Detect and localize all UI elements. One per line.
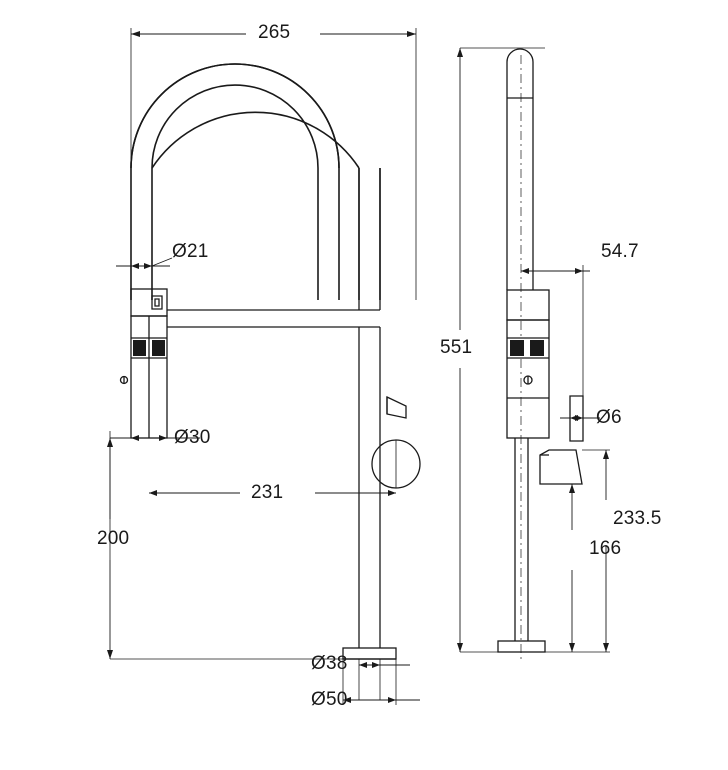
front-view-spray-head: [119, 288, 168, 439]
dim-label-base-diameter-large: Ø50: [311, 689, 348, 710]
side-view-lever: [539, 395, 584, 485]
dim-d21: [116, 257, 173, 269]
front-view-arm: [167, 309, 380, 328]
dim-231: [149, 440, 397, 496]
dim-label-spout-height: 200: [97, 528, 130, 549]
dim-label-handle-offset: 54.7: [601, 241, 639, 262]
dim-label-lever-diameter: Ø6: [596, 407, 622, 428]
dim-label-spout-diameter: Ø21: [172, 241, 209, 262]
dim-label-body-diameter: Ø30: [174, 427, 211, 448]
dim-label-spout-reach: 231: [251, 482, 284, 503]
dim-166: [560, 483, 578, 652]
front-view-spout-outline: [130, 63, 381, 300]
side-view-column: [497, 438, 546, 653]
dim-265: [130, 28, 417, 300]
front-view-column: [358, 168, 381, 641]
dim-54-7: [521, 265, 590, 396]
dim-label-overall-width: 265: [258, 22, 291, 43]
dim-label-handle-height: 233.5: [613, 508, 662, 529]
front-view-base: [342, 641, 397, 660]
dim-label-lever-height: 166: [589, 538, 622, 559]
side-view-spout: [506, 48, 534, 290]
dim-d38: [358, 659, 410, 700]
dim-d50: [342, 659, 420, 705]
dim-551: [457, 47, 545, 653]
dim-label-base-diameter-small: Ø38: [311, 653, 348, 674]
front-view-handle-slot: [386, 395, 407, 419]
dim-233-5: [545, 449, 610, 653]
side-view-cartridge: [506, 289, 550, 439]
front-view-arc-band: [151, 111, 360, 169]
dim-200: [107, 438, 345, 660]
dim-label-overall-height: 551: [440, 337, 473, 358]
dim-d6: [560, 415, 600, 421]
